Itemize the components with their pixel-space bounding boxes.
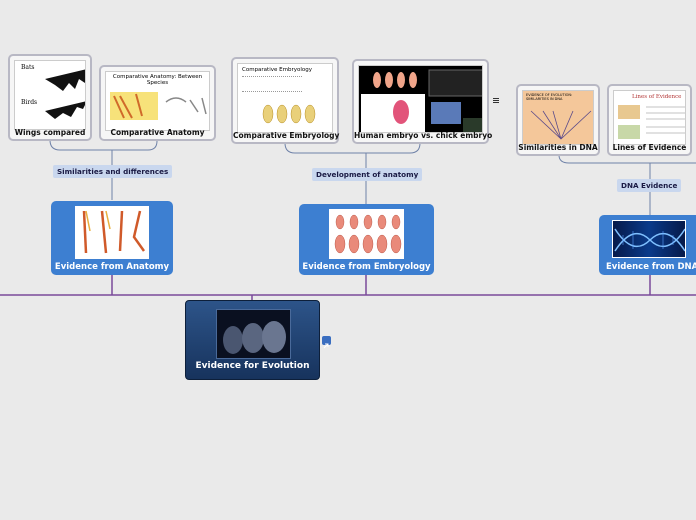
comparative-anatomy-image-title: Comparative Anatomy: Between Species — [112, 74, 203, 86]
card-label: Lines of Evidence — [612, 143, 687, 152]
card-label: Human embryo vs. chick embryo — [354, 131, 493, 140]
central-topic-evidence-for-evolution[interactable]: Evidence for Evolution — [185, 300, 320, 380]
embryology-stages-image — [329, 209, 404, 259]
connector-dna-evidence[interactable]: DNA Evidence — [617, 179, 682, 192]
wings-bats-caption: Bats — [21, 64, 35, 71]
wings-birds-caption: Birds — [21, 99, 38, 106]
node-evidence-from-embryology[interactable]: Evidence from Embryology — [299, 204, 434, 275]
similarities-dna-image: EVIDENCE OF EVOLUTION: SIMILARITIES IN D… — [522, 90, 594, 145]
node-evidence-from-anatomy[interactable]: Evidence from Anatomy — [51, 201, 173, 275]
connector-development-of-anatomy[interactable]: Development of anatomy — [312, 168, 423, 181]
lines-image-title: Lines of Evidence — [632, 94, 682, 100]
note-icon[interactable] — [493, 97, 499, 104]
card-label: Similarities in DNA — [518, 143, 598, 152]
wings-image: Bats Birds — [14, 60, 86, 130]
card-lines-of-evidence[interactable]: Lines of Evidence Lines of Evidence — [607, 84, 692, 156]
dna-helix-image — [612, 220, 686, 258]
dna-slide-title: EVIDENCE OF EVOLUTION: SIMILARITIES IN D… — [526, 93, 573, 101]
connector-similarities-and-differences[interactable]: Similarities and differences — [53, 165, 173, 178]
card-human-vs-chick-embryo[interactable]: Human embryo vs. chick embryo — [352, 59, 493, 144]
comparative-embryology-image: Comparative Embryology — [237, 63, 333, 133]
lines-of-evidence-image: Lines of Evidence — [613, 90, 686, 145]
link-icon[interactable] — [322, 336, 331, 349]
node-label: Evidence from Embryology — [302, 262, 431, 272]
card-comparative-anatomy[interactable]: Comparative Anatomy: Between Species Com… — [99, 65, 216, 141]
comparative-anatomy-image: Comparative Anatomy: Between Species — [105, 71, 210, 131]
anatomy-limbs-image — [75, 206, 149, 259]
card-comparative-embryology[interactable]: Comparative Embryology Comparative Embry… — [231, 57, 339, 144]
card-label: Comparative Embryology — [233, 131, 340, 140]
card-label: Comparative Anatomy — [110, 128, 205, 137]
node-label: Evidence from DNA — [606, 262, 696, 272]
card-similarities-in-dna[interactable]: EVIDENCE OF EVOLUTION: SIMILARITIES IN D… — [516, 84, 600, 156]
node-label: Evidence from Anatomy — [54, 262, 170, 272]
human-chick-embryo-image — [358, 65, 483, 133]
card-wings-compared[interactable]: Bats Birds Wings compared — [8, 54, 92, 141]
node-evidence-from-dna[interactable]: Evidence from DNA — [599, 215, 696, 275]
comparative-embryology-image-title: Comparative Embryology — [242, 67, 312, 73]
card-label: Wings compared — [14, 128, 86, 137]
skulls-image — [216, 309, 291, 359]
central-label: Evidence for Evolution — [195, 361, 310, 371]
